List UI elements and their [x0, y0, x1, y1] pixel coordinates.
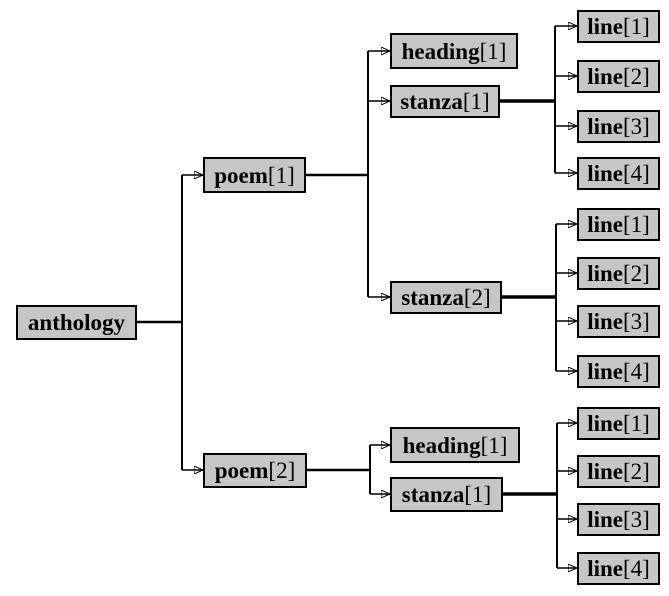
- node-poem1-stanza1-line-4: line[4]: [577, 157, 660, 190]
- node-poem1-stanza1-line-2: line[2]: [577, 60, 660, 93]
- node-name: poem: [214, 162, 268, 188]
- node-index: [1]: [480, 432, 508, 458]
- node-name: stanza: [401, 482, 465, 507]
- node-poem1-stanza1-line-1: line[1]: [577, 10, 660, 43]
- node-poem2-heading-1: heading[1]: [390, 427, 520, 463]
- node-name: stanza: [400, 89, 463, 114]
- node-name: line: [587, 114, 623, 139]
- node-poem1-stanza1-line-3: line[3]: [577, 110, 660, 143]
- node-index: [3]: [622, 114, 650, 139]
- node-name: anthology: [27, 310, 126, 335]
- node-index: [1]: [622, 411, 650, 436]
- node-name: line: [587, 64, 623, 89]
- node-name: line: [587, 411, 623, 436]
- node-poem1-heading-1: heading[1]: [390, 33, 518, 69]
- node-index: [1]: [622, 14, 650, 39]
- node-name: line: [587, 14, 623, 39]
- node-index: [4]: [622, 161, 650, 186]
- node-poem2-stanza-1: stanza[1]: [390, 477, 503, 512]
- node-name: stanza: [401, 285, 464, 310]
- node-index: [1]: [622, 212, 650, 237]
- node-name: line: [587, 459, 623, 484]
- node-name: poem: [214, 458, 269, 483]
- node-poem1-stanza2-line-2: line[2]: [577, 257, 660, 290]
- node-index: [1]: [479, 38, 507, 64]
- node-index: [1]: [267, 162, 295, 188]
- node-poem2-stanza1-line-3: line[3]: [577, 503, 660, 536]
- node-name: line: [587, 161, 623, 186]
- node-name: line: [587, 309, 623, 334]
- node-poem1-stanza2-line-1: line[1]: [577, 208, 660, 241]
- node-poem2-stanza1-line-2: line[2]: [577, 455, 660, 488]
- node-index: [2]: [622, 261, 650, 286]
- node-index: [1]: [462, 89, 490, 114]
- node-name: line: [587, 261, 623, 286]
- node-name: line: [587, 359, 623, 384]
- node-name: heading: [402, 432, 481, 458]
- node-poem2-stanza1-line-1: line[1]: [577, 407, 660, 440]
- node-index: [1]: [464, 482, 492, 507]
- node-poem1-stanza2-line-3: line[3]: [577, 305, 660, 338]
- node-poem1-stanza-1: stanza[1]: [390, 85, 500, 118]
- node-anthology: anthology: [16, 305, 137, 340]
- node-index: [4]: [622, 556, 650, 581]
- node-poem-2: poem[2]: [203, 453, 307, 488]
- node-index: [3]: [622, 507, 650, 532]
- node-name: line: [587, 212, 623, 237]
- node-name: line: [587, 507, 623, 532]
- node-name: heading: [401, 38, 480, 64]
- node-index: [2]: [622, 459, 650, 484]
- node-name: line: [587, 556, 623, 581]
- node-poem-1: poem[1]: [203, 157, 306, 193]
- node-index: [2]: [268, 458, 296, 483]
- node-index: [3]: [622, 309, 650, 334]
- node-poem2-stanza1-line-4: line[4]: [577, 552, 660, 585]
- node-index: [4]: [622, 359, 650, 384]
- node-index: [2]: [622, 64, 650, 89]
- node-poem1-stanza-2: stanza[2]: [390, 281, 502, 314]
- node-index: [2]: [463, 285, 491, 310]
- node-poem1-stanza2-line-4: line[4]: [577, 355, 660, 388]
